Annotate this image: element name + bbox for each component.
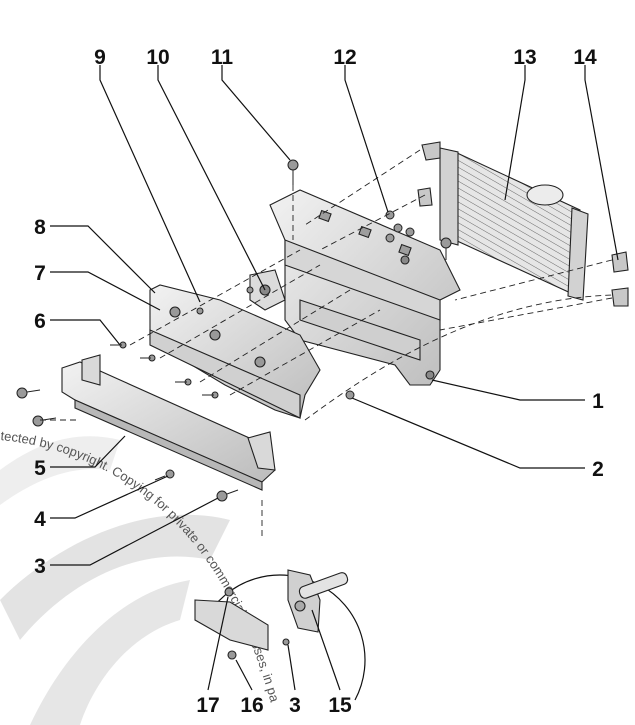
condenser-part-13 bbox=[417, 141, 629, 307]
callout-16: 16 bbox=[240, 694, 263, 717]
leader-lines bbox=[50, 65, 619, 691]
callout-12: 12 bbox=[333, 46, 356, 69]
screw-set bbox=[16, 159, 452, 502]
lock-carrier-part-1 bbox=[269, 189, 461, 386]
assembly-lines bbox=[40, 149, 613, 540]
callout-8: 8 bbox=[34, 216, 46, 239]
callout-15: 15 bbox=[328, 694, 352, 717]
callout-3-detail: 3 bbox=[289, 694, 301, 717]
energy-absorber-part-7 bbox=[149, 284, 321, 419]
watermark-logo bbox=[0, 436, 230, 725]
callout-10: 10 bbox=[146, 46, 169, 69]
bumper-bar-part-5 bbox=[61, 354, 276, 491]
callout-9: 9 bbox=[94, 46, 106, 69]
callout-2: 2 bbox=[592, 458, 604, 481]
bracket-part-10 bbox=[249, 269, 286, 311]
callout-5: 5 bbox=[34, 457, 46, 480]
callout-labels: 9 10 11 12 13 14 8 7 6 5 4 3 1 2 17 16 3… bbox=[34, 46, 604, 717]
detail-inset bbox=[194, 569, 366, 701]
callout-17: 17 bbox=[196, 694, 219, 717]
callout-6: 6 bbox=[34, 310, 46, 333]
callout-11: 11 bbox=[211, 46, 234, 69]
callout-4: 4 bbox=[34, 508, 46, 531]
callout-13: 13 bbox=[513, 46, 536, 69]
callout-7: 7 bbox=[34, 262, 46, 285]
callout-3: 3 bbox=[34, 555, 46, 578]
callout-14: 14 bbox=[573, 46, 597, 69]
callout-1: 1 bbox=[592, 390, 604, 413]
